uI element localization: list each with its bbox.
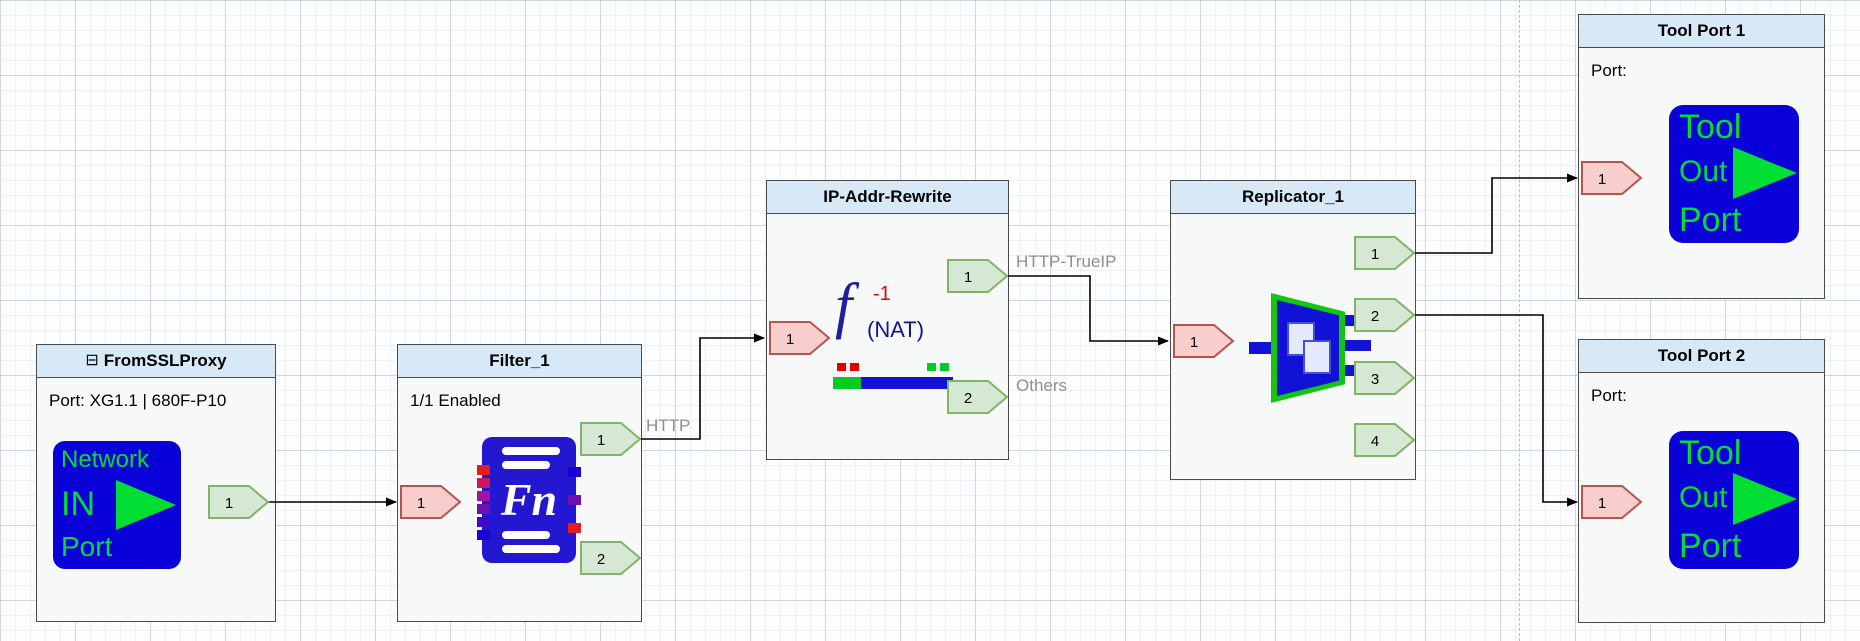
right-arrow-icon — [1733, 147, 1797, 199]
node-header: Filter_1 — [398, 345, 641, 378]
svg-text:3: 3 — [1371, 371, 1379, 388]
port-tag-replicator-in-1[interactable]: 1 — [1173, 324, 1235, 358]
svg-text:1: 1 — [417, 495, 425, 512]
nat-label: (NAT) — [867, 317, 925, 342]
edge-replicator1-to-toolport1[interactable] — [1414, 173, 1578, 254]
collapse-toggle-icon[interactable]: ⊟ — [85, 352, 99, 369]
nat-f-glyph: f — [835, 272, 853, 340]
node-title: Filter_1 — [489, 351, 550, 370]
edge-iprewrite-trueip-to-replicator[interactable] — [1007, 275, 1169, 346]
nat-bar — [833, 377, 953, 389]
svg-text:1: 1 — [597, 432, 605, 449]
icon-label-port: Port — [1679, 201, 1742, 239]
node-title: Tool Port 1 — [1657, 21, 1746, 40]
svg-text:2: 2 — [1371, 308, 1379, 325]
document-icon — [1303, 340, 1331, 374]
port-tag-filter-out-1[interactable]: 1 — [580, 422, 642, 456]
port-tag-filter-in-1[interactable]: 1 — [400, 485, 462, 519]
filter-fn-icon: Fn — [477, 437, 581, 563]
svg-text:1: 1 — [786, 331, 794, 348]
icon-label-out: Out — [1679, 481, 1728, 514]
right-arrow-icon — [1733, 473, 1797, 525]
node-subtitle: Port: — [1591, 386, 1627, 405]
node-title: Replicator_1 — [1241, 187, 1345, 206]
edge-replicator2-to-toolport2[interactable] — [1414, 314, 1578, 507]
port-tag-replicator-out-1[interactable]: 1 — [1354, 236, 1416, 270]
icon-label-out: Out — [1679, 155, 1728, 188]
icon-label-network: Network — [61, 446, 150, 473]
node-subtitle: 1/1 Enabled — [410, 391, 501, 410]
node-filter-1[interactable]: Filter_1 1/1 Enabled Fn — [397, 344, 642, 622]
icon-label-port: Port — [1679, 527, 1742, 565]
svg-text:4: 4 — [1371, 433, 1379, 450]
replicator-icon — [1249, 293, 1371, 403]
port-tag-replicator-out-3[interactable]: 3 — [1354, 361, 1416, 395]
right-arrow-icon — [116, 480, 176, 530]
icon-label-in: IN — [61, 485, 95, 523]
port-tag-toolport2-in-1[interactable]: 1 — [1581, 485, 1643, 519]
port-tag-fromsslproxy-out-1[interactable]: 1 — [208, 485, 270, 519]
svg-text:1: 1 — [1598, 495, 1606, 512]
nat-exponent-label: -1 — [873, 283, 891, 305]
node-fromsslproxy[interactable]: ⊟ FromSSLProxy Port: XG1.1 | 680F-P10 Ne… — [36, 344, 276, 622]
node-ip-addr-rewrite[interactable]: IP-Addr-Rewrite f -1 (NAT) — [766, 180, 1009, 460]
node-tool-port-1[interactable]: Tool Port 1 Port: Tool Out Port — [1578, 14, 1825, 299]
node-header: Replicator_1 — [1171, 181, 1415, 214]
port-tag-iprewrite-in-1[interactable]: 1 — [769, 321, 831, 355]
svg-text:1: 1 — [1371, 246, 1379, 263]
svg-text:1: 1 — [1598, 171, 1606, 188]
node-tool-port-2[interactable]: Tool Port 2 Port: Tool Out Port — [1578, 339, 1825, 623]
edge-label-http[interactable]: HTTP — [646, 416, 691, 435]
svg-text:1: 1 — [225, 495, 233, 512]
node-header: Tool Port 2 — [1579, 340, 1824, 373]
port-tag-toolport1-in-1[interactable]: 1 — [1581, 161, 1643, 195]
node-title: IP-Addr-Rewrite — [823, 187, 952, 206]
node-header: IP-Addr-Rewrite — [767, 181, 1008, 214]
icon-label-tool: Tool — [1679, 108, 1742, 146]
node-title: Tool Port 2 — [1657, 346, 1746, 365]
node-header: ⊟ FromSSLProxy — [37, 345, 275, 378]
port-tag-iprewrite-out-2[interactable]: 2 — [947, 380, 1009, 414]
icon-label-port: Port — [61, 531, 113, 562]
port-tag-iprewrite-out-1[interactable]: 1 — [947, 259, 1009, 293]
nat-inverse-function-icon: f -1 (NAT) — [833, 275, 953, 389]
svg-text:1: 1 — [964, 269, 972, 286]
node-subtitle: Port: XG1.1 | 680F-P10 — [49, 391, 227, 410]
port-tag-replicator-out-2[interactable]: 2 — [1354, 298, 1416, 332]
node-header: Tool Port 1 — [1579, 15, 1824, 48]
port-tag-filter-out-2[interactable]: 2 — [580, 541, 642, 575]
edge-label-others[interactable]: Others — [1016, 376, 1068, 395]
tool-out-port-icon: Tool Out Port — [1669, 431, 1799, 569]
icon-label-tool: Tool — [1679, 434, 1742, 472]
tool-out-port-icon: Tool Out Port — [1669, 105, 1799, 243]
svg-text:2: 2 — [597, 551, 605, 568]
network-in-port-icon: Network IN Port — [53, 441, 181, 569]
fn-icon-label: Fn — [500, 474, 558, 525]
edge-label-http-trueip[interactable]: HTTP-TrueIP — [1016, 252, 1117, 271]
node-subtitle: Port: — [1591, 61, 1627, 80]
page-boundary-guide — [1519, 0, 1520, 641]
svg-text:2: 2 — [964, 390, 972, 407]
svg-text:1: 1 — [1190, 334, 1198, 351]
port-tag-replicator-out-4[interactable]: 4 — [1354, 423, 1416, 457]
node-title: FromSSLProxy — [103, 351, 227, 370]
